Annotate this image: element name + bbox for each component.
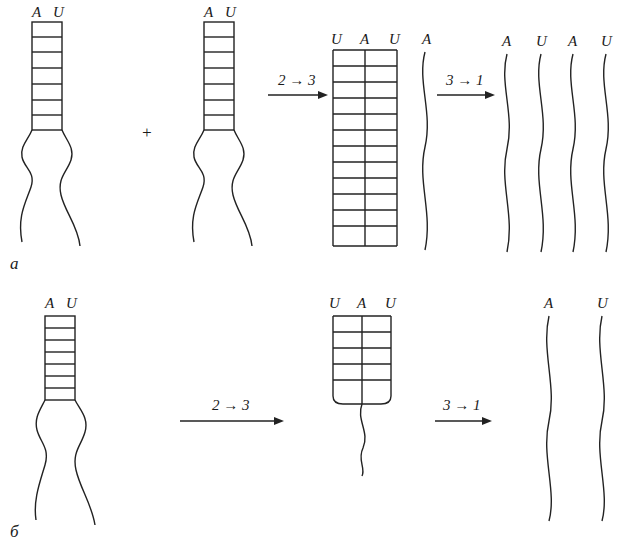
arrow-label: 3 → 1	[443, 397, 481, 414]
base-label: A	[360, 31, 369, 48]
base-label: U	[53, 4, 64, 21]
base-label: A	[357, 295, 366, 312]
arrow-label: 3 → 1	[446, 72, 484, 89]
base-label: U	[597, 295, 608, 312]
panel-label: б	[10, 523, 19, 542]
base-label: U	[385, 295, 396, 312]
base-label: A	[204, 4, 213, 21]
base-label: U	[601, 33, 612, 50]
base-label: U	[331, 31, 342, 48]
base-label: U	[225, 4, 236, 21]
base-label: A	[502, 33, 511, 50]
arrow-label: 2 → 3	[278, 72, 316, 89]
base-label: U	[389, 31, 400, 48]
plus-sign: +	[141, 124, 152, 143]
base-label: U	[536, 33, 547, 50]
arrow-label: 2 → 3	[212, 397, 250, 414]
base-label: A	[32, 4, 41, 21]
panel-label: а	[10, 255, 19, 274]
base-label: A	[568, 33, 577, 50]
base-label: A	[45, 295, 54, 312]
base-label: A	[544, 295, 553, 312]
base-label: U	[329, 295, 340, 312]
base-label: A	[422, 31, 431, 48]
base-label: U	[66, 295, 77, 312]
